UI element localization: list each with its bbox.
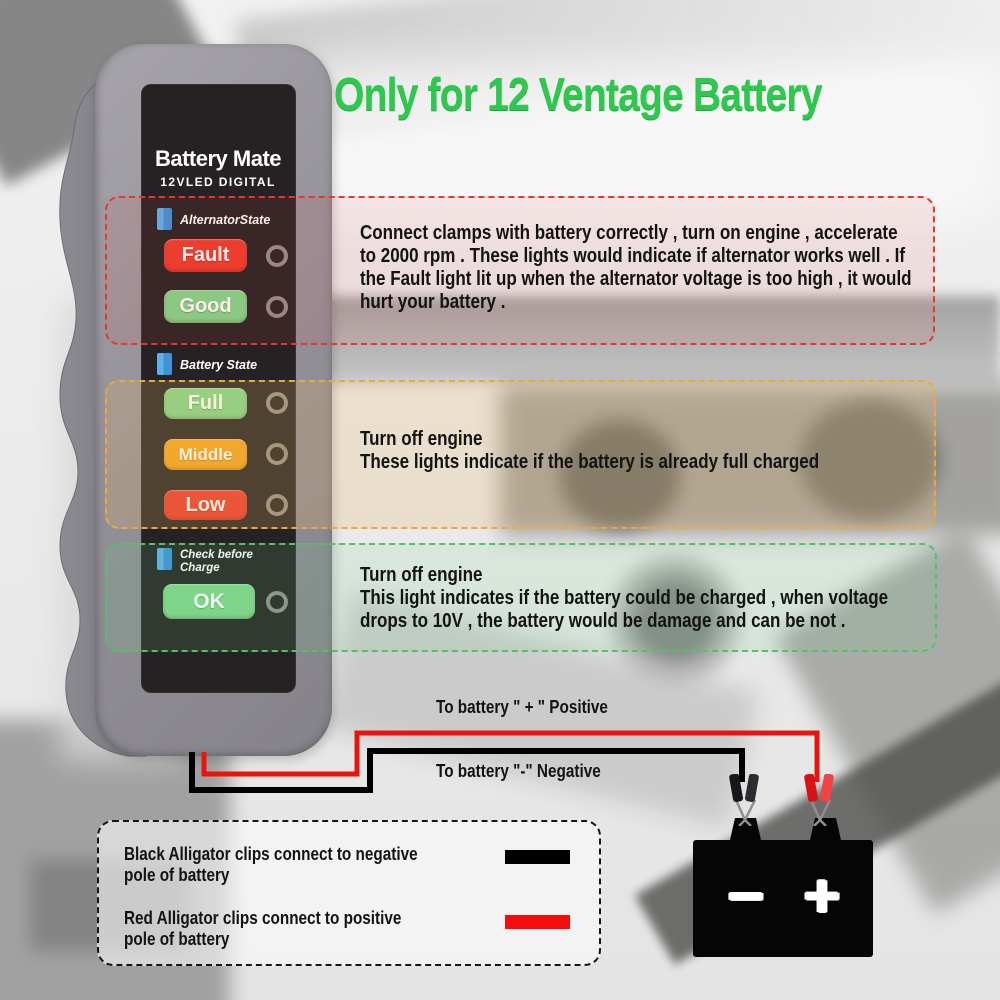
black-wire-swatch	[505, 850, 570, 864]
page-title-text: Only for 12 Ventage Battery	[334, 68, 823, 120]
section-label-alternator: AlternatorState	[180, 213, 271, 227]
positive-symbol: +	[803, 862, 841, 931]
red-alligator-clip	[804, 774, 834, 826]
led-indicator-low	[266, 494, 288, 516]
led-indicator-good	[266, 296, 288, 318]
callout-alternator: Connect clamps with battery correctly , …	[105, 196, 935, 345]
legend-red-clip-text: Red Alligator clips connect to positive …	[124, 908, 402, 949]
callout-battery-state: Turn off engine These lights indicate if…	[105, 380, 936, 529]
led-indicator-full	[266, 392, 288, 414]
callout-alternator-text: Connect clamps with battery correctly , …	[360, 222, 912, 313]
positive-wire-label: To battery " + " Positive	[436, 697, 608, 717]
clip-color-legend: Black Alligator clips connect to negativ…	[97, 820, 601, 966]
page-title: Only for 12 Ventage Battery	[334, 68, 1000, 120]
section-label-battery-state: Battery State	[180, 358, 258, 372]
led-indicator-ok	[266, 591, 288, 613]
device-model: 12VLED DIGITAL	[160, 175, 276, 189]
black-alligator-clip	[729, 774, 759, 826]
fault-indicator: Fault	[164, 239, 247, 272]
section-label-check-before-charge: Check before Charge	[180, 549, 253, 575]
blue-tab-icon	[157, 353, 172, 375]
device-brand: Battery Mate	[154, 146, 282, 171]
callout-check-before-charge: Turn off engine This light indicates if …	[105, 543, 937, 652]
legend-black-clip-text: Black Alligator clips connect to negativ…	[124, 844, 418, 885]
callout-battery-state-text: Turn off engine These lights indicate if…	[360, 428, 820, 473]
callout-check-before-charge-text: Turn off engine This light indicates if …	[360, 564, 889, 632]
blue-tab-icon	[157, 208, 172, 230]
negative-symbol: −	[727, 862, 765, 931]
led-indicator-fault	[266, 245, 288, 267]
full-indicator: Full	[164, 388, 247, 419]
led-indicator-middle	[266, 443, 288, 465]
red-wire-swatch	[505, 915, 570, 929]
battery-terminals	[730, 818, 841, 840]
